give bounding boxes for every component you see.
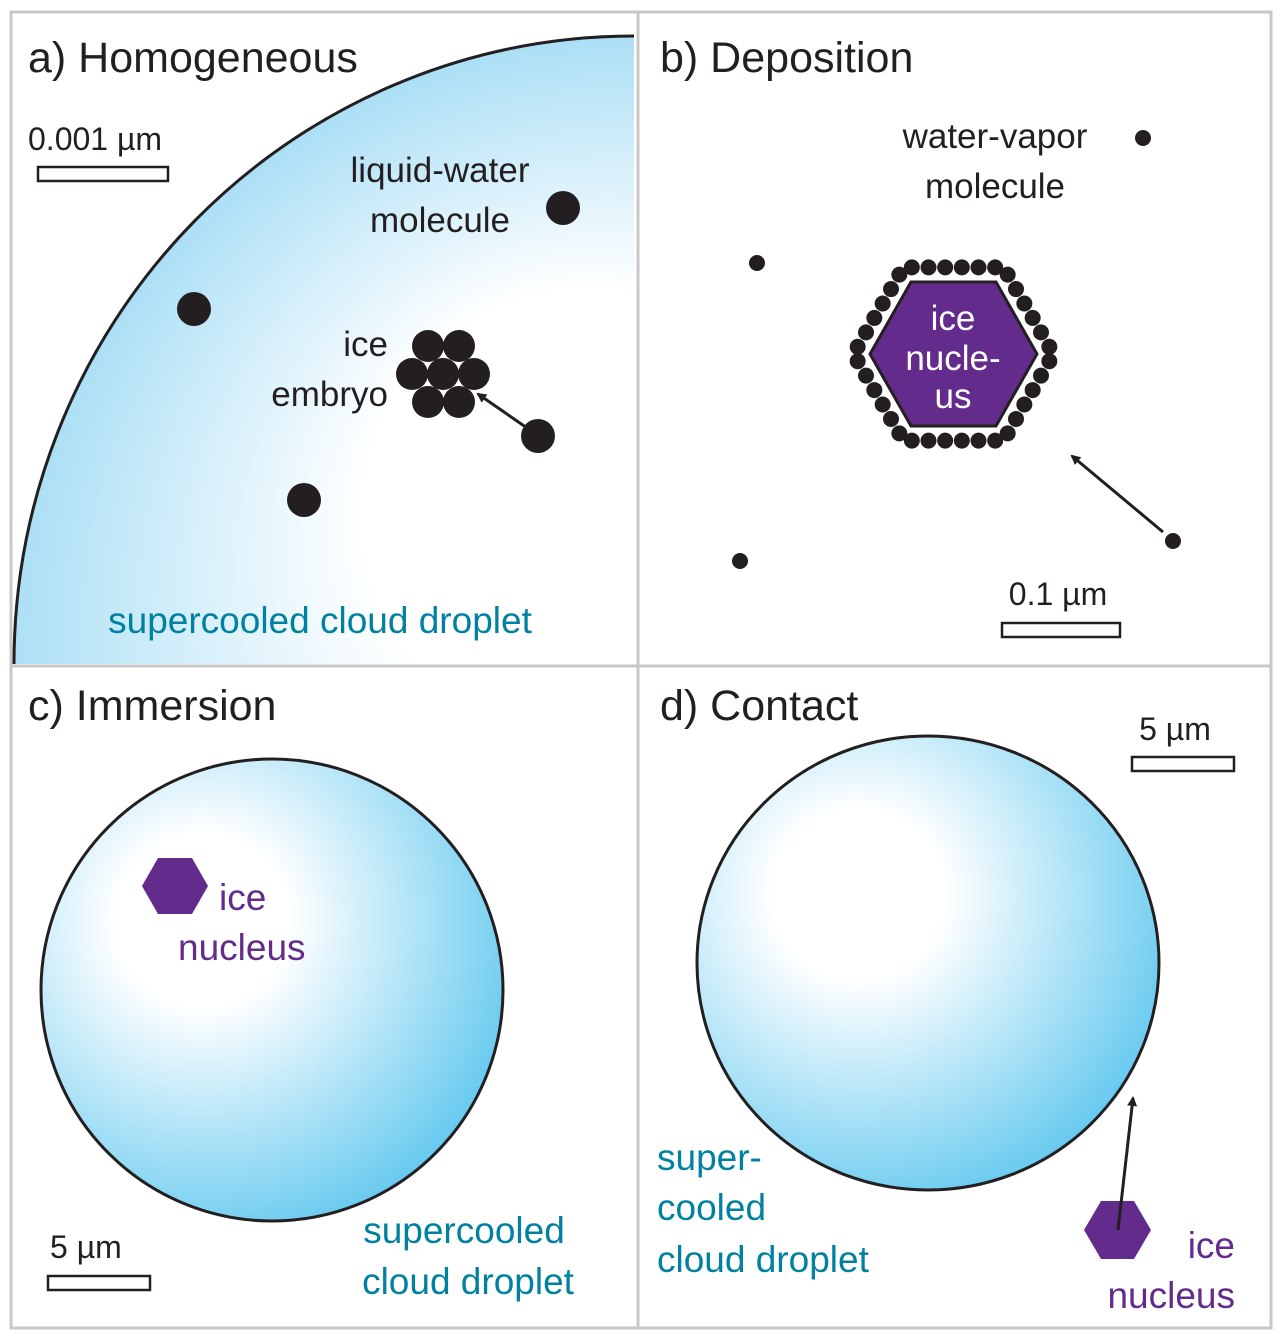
- deposited-molecule: [1016, 396, 1033, 413]
- water-molecule: [546, 191, 580, 225]
- deposited-molecule: [883, 281, 899, 298]
- scale-label: 5 µm: [50, 1229, 122, 1265]
- deposited-molecule: [937, 259, 954, 276]
- deposited-molecule: [987, 259, 1004, 276]
- deposited-molecule: [987, 432, 1004, 449]
- deposited-molecule: [1008, 410, 1024, 427]
- deposited-molecule: [849, 353, 866, 370]
- nucleus-label: nucle-: [905, 339, 1000, 378]
- scale-bar: [46, 1274, 152, 1292]
- droplet-label: supercooled: [363, 1210, 565, 1251]
- nucleus-label: ice: [219, 877, 266, 918]
- panel-c-immersion: c) Immersion ice nucleus 5 µm supercoole…: [28, 682, 575, 1302]
- deposited-molecule: [1033, 324, 1049, 341]
- deposited-molecule: [891, 425, 908, 442]
- nucleus-label: nucleus: [178, 927, 306, 968]
- vapor-label: water-vapor: [902, 117, 1088, 156]
- deposited-molecule: [883, 410, 899, 427]
- scale-bar: [1130, 755, 1236, 773]
- deposited-molecule: [953, 259, 970, 276]
- deposited-molecules: [849, 259, 1058, 449]
- droplet-quarter: [14, 36, 634, 664]
- deposited-molecule: [858, 367, 874, 384]
- scale-label: 5 µm: [1139, 711, 1211, 747]
- panel-b-deposition: b) Deposition water-vapor molecule ice n…: [660, 34, 1181, 639]
- deposited-molecule: [866, 309, 883, 326]
- scale-bar: [36, 165, 170, 183]
- molecule-label: liquid-water: [351, 151, 530, 190]
- deposited-molecule: [1041, 338, 1058, 355]
- panel-d-contact: d) Contact 5 µm super- cooled cloud drop…: [657, 682, 1236, 1316]
- arrow-icon: [1116, 1096, 1138, 1231]
- cloud-droplet: [39, 757, 505, 1223]
- deposited-molecule: [1041, 353, 1058, 370]
- panel-b-title: b) Deposition: [660, 34, 913, 82]
- deposited-molecule: [849, 338, 866, 355]
- embryo-label: embryo: [271, 375, 388, 414]
- deposited-molecule: [920, 432, 937, 449]
- embryo-label: ice: [343, 325, 388, 364]
- water-molecule: [287, 483, 321, 517]
- figure-border: [9, 10, 1273, 1330]
- deposited-molecule: [903, 432, 920, 449]
- deposited-molecule: [1008, 281, 1024, 298]
- vapor-molecule: [1135, 130, 1151, 146]
- molecule-label: molecule: [370, 201, 510, 240]
- deposited-molecule: [1024, 382, 1041, 399]
- droplet-label: cooled: [657, 1187, 766, 1228]
- scale-label: 0.001 µm: [28, 121, 162, 157]
- droplet-label: cloud droplet: [362, 1261, 575, 1302]
- droplet-label: cloud droplet: [657, 1239, 870, 1280]
- deposited-molecule: [937, 432, 954, 449]
- nucleus-label: us: [935, 377, 972, 416]
- ice-embryo: [396, 330, 490, 418]
- deposited-molecule: [874, 295, 891, 312]
- water-molecule: [521, 419, 555, 453]
- vapor-molecule: [749, 255, 765, 271]
- arrow-icon: [476, 392, 531, 432]
- panel-a-title: a) Homogeneous: [28, 34, 358, 82]
- deposited-molecule: [1033, 367, 1049, 384]
- water-molecule: [177, 292, 211, 326]
- cloud-droplet: [695, 734, 1161, 1192]
- deposited-molecule: [891, 266, 908, 283]
- arrow-icon: [1070, 454, 1164, 534]
- panel-a-homogeneous: a) Homogeneous 0.001 µm liquid-water mol…: [12, 34, 635, 665]
- deposited-molecule: [970, 432, 987, 449]
- deposited-molecule: [866, 382, 883, 399]
- deposited-molecule: [1024, 309, 1041, 326]
- panel-d-title: d) Contact: [660, 682, 858, 730]
- deposited-molecule: [953, 432, 970, 449]
- vapor-molecule: [732, 553, 748, 569]
- ice-nucleus-hexagon: [868, 280, 1039, 428]
- ice-nucleus-hexagon: [142, 858, 208, 914]
- droplet-label: super-: [657, 1137, 762, 1178]
- nucleus-label: ice: [1188, 1225, 1235, 1266]
- nucleus-label: nucleus: [1107, 1275, 1235, 1316]
- scale-label: 0.1 µm: [1009, 576, 1107, 612]
- deposited-molecule: [874, 396, 891, 413]
- vapor-label: molecule: [925, 167, 1065, 206]
- deposited-molecule: [999, 266, 1016, 283]
- nucleus-label: ice: [931, 299, 976, 338]
- deposited-molecule: [999, 425, 1016, 442]
- ice-nucleus-hexagon: [1084, 1201, 1151, 1259]
- scale-bar: [1000, 621, 1122, 639]
- deposited-molecule: [920, 259, 937, 276]
- deposited-molecule: [858, 324, 874, 341]
- deposited-molecule: [903, 259, 920, 276]
- panel-c-title: c) Immersion: [28, 682, 276, 730]
- deposited-molecule: [970, 259, 987, 276]
- droplet-label: supercooled cloud droplet: [108, 600, 532, 641]
- deposited-molecule: [1016, 295, 1033, 312]
- vapor-molecule: [1165, 533, 1181, 549]
- droplet-edge: [12, 34, 635, 665]
